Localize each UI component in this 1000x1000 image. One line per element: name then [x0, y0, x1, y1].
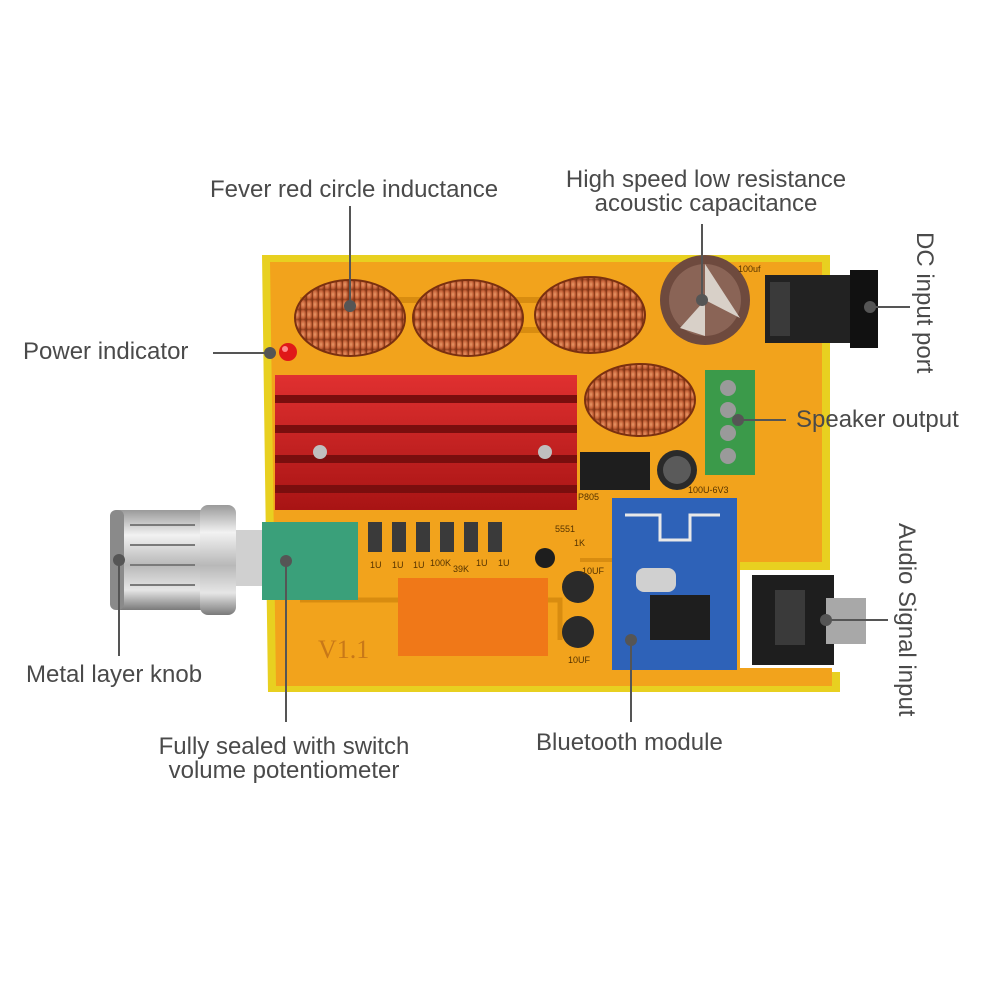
leader-line-metal-knob: [118, 560, 120, 656]
silkscreen-label: 1U: [476, 558, 488, 568]
leader-line-inductance: [349, 206, 351, 306]
label-power-indicator: Power indicator: [23, 338, 189, 365]
label-metal-knob: Metal layer knob: [26, 661, 203, 688]
smd-component-row: [368, 522, 555, 568]
silkscreen-label: 1U: [392, 560, 404, 570]
leader-line-power-indicator: [213, 352, 269, 354]
inductor-coil: [412, 279, 524, 357]
leader-dot-inductance: [344, 300, 356, 312]
label-potentiometer-line1: Fully sealed with switch: [158, 733, 410, 760]
label-capacitance-line1: High speed low resistance: [565, 166, 847, 193]
silkscreen-label: 1U: [413, 560, 425, 570]
leader-dot-dc-input: [864, 301, 876, 313]
speaker-terminal-block: [705, 370, 755, 475]
board-version-mark: V1.1: [318, 635, 369, 664]
relay: [398, 578, 548, 656]
leader-dot-metal-knob: [113, 554, 125, 566]
label-speaker-output: Speaker output: [796, 406, 959, 433]
label-potentiometer: Fully sealed with switch volume potentio…: [134, 735, 434, 783]
silkscreen-label: 10UF: [568, 655, 591, 665]
silkscreen-label: 10UF: [582, 566, 605, 576]
leader-dot-audio-input: [820, 614, 832, 626]
dc-jack: [765, 270, 878, 348]
capacitor-pair: [562, 571, 594, 648]
pot-shaft: [236, 530, 266, 586]
leader-line-audio-input: [826, 619, 888, 621]
silkscreen-label: 1K: [574, 538, 585, 548]
leader-dot-bluetooth: [625, 634, 637, 646]
label-capacitance-line2: acoustic capacitance: [594, 190, 818, 217]
leader-line-potentiometer: [285, 560, 287, 722]
leader-dot-capacitance: [696, 294, 708, 306]
silkscreen-label: 39K: [453, 564, 469, 574]
volume-knob: [110, 505, 236, 615]
label-inductance: Fever red circle inductance: [210, 176, 499, 203]
silkscreen-label: 100uf: [738, 264, 761, 274]
silkscreen-label: 100U-6V3: [688, 485, 729, 495]
silkscreen-label: P805: [578, 492, 599, 502]
label-bluetooth: Bluetooth module: [536, 729, 723, 756]
leader-line-dc-input: [870, 306, 910, 308]
inductor-coil: [584, 363, 696, 437]
small-capacitor: [657, 450, 697, 490]
leader-dot-power-indicator: [264, 347, 276, 359]
silkscreen-label: 1U: [498, 558, 510, 568]
label-potentiometer-line2: volume potentiometer: [168, 757, 400, 784]
label-audio-input: Audio Signal input: [893, 523, 920, 717]
inductor-coil: [534, 276, 646, 354]
leader-line-bluetooth: [630, 640, 632, 722]
silkscreen-label: 5551: [555, 524, 575, 534]
audio-jack: [752, 575, 866, 665]
leader-dot-potentiometer: [280, 555, 292, 567]
leader-line-speaker-output: [738, 419, 786, 421]
volume-potentiometer: [262, 522, 358, 600]
leader-dot-speaker-output: [732, 414, 744, 426]
label-dc-input: DC input port: [911, 232, 938, 374]
leader-line-capacitance: [701, 224, 703, 300]
voltage-regulator: [580, 452, 650, 490]
label-capacitance: High speed low resistance acoustic capac…: [556, 168, 856, 216]
silkscreen-label: 100K: [430, 558, 451, 568]
silkscreen-label: 1U: [370, 560, 382, 570]
heatsink: [275, 375, 577, 510]
power-led: [279, 343, 297, 361]
